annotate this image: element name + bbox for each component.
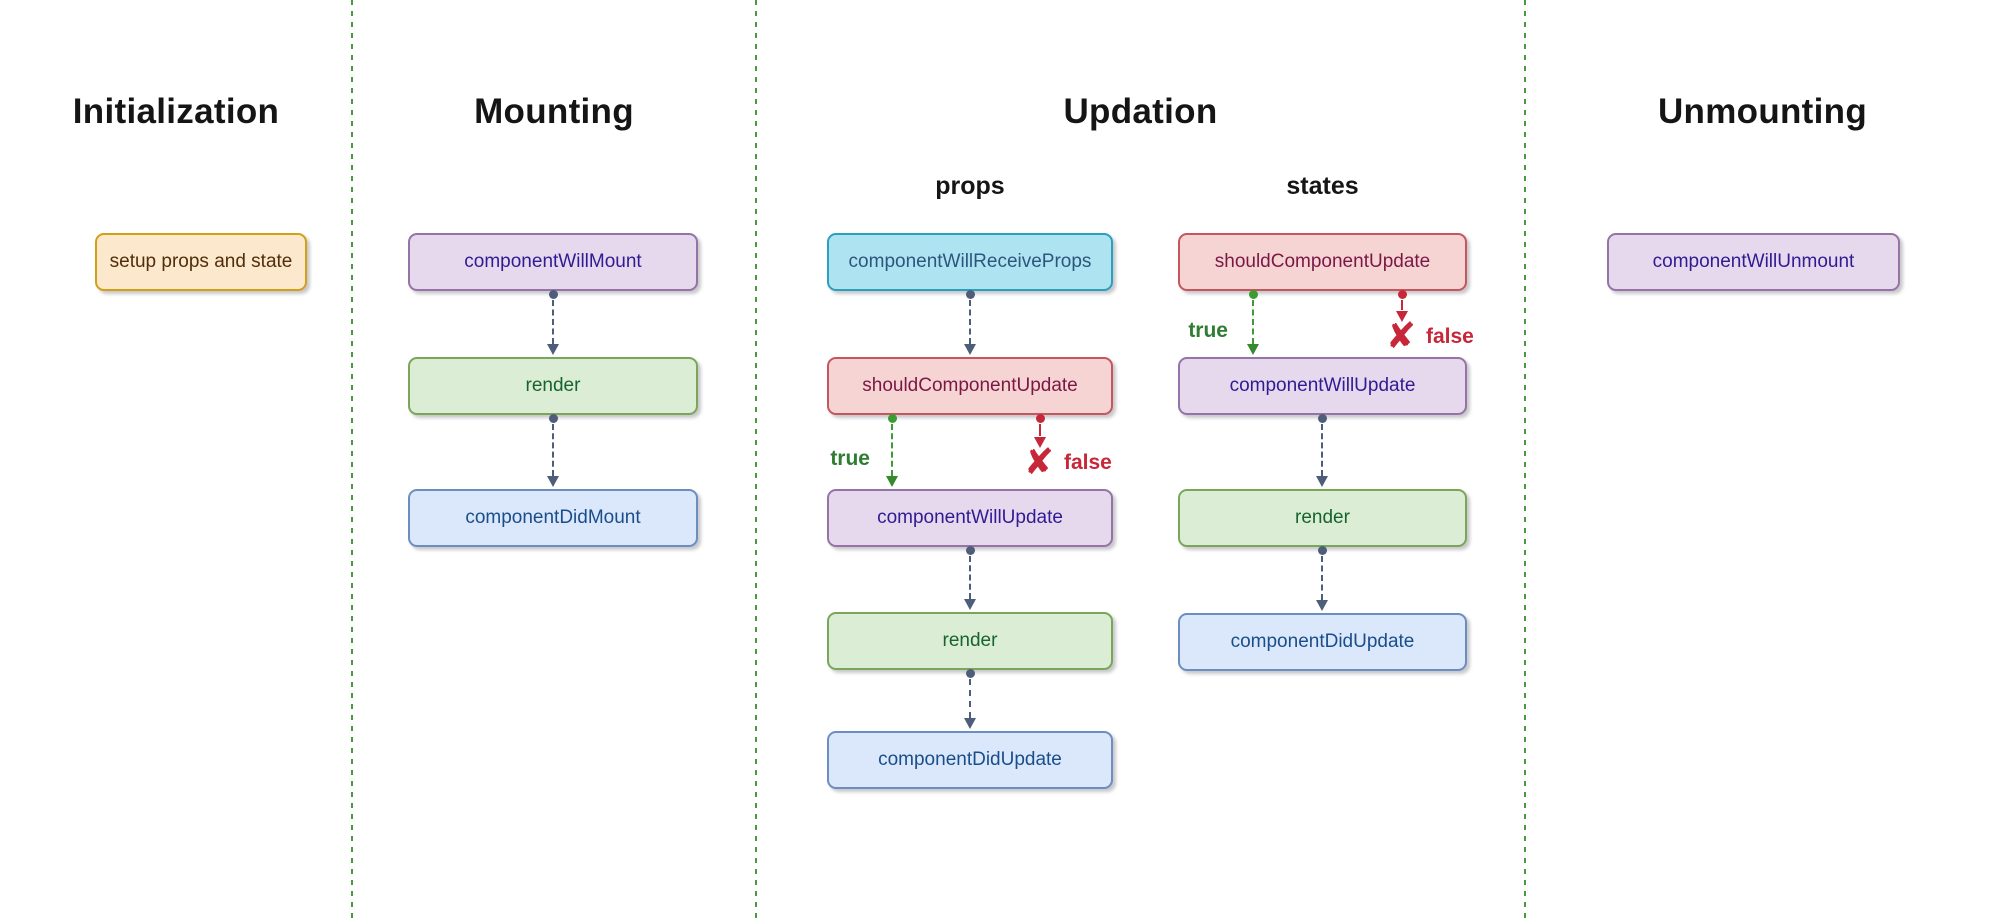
arrow-origin-dot	[966, 669, 975, 678]
node-props-render: render	[827, 612, 1113, 670]
arrow-line	[969, 556, 971, 599]
node-mounting-render: render	[408, 357, 698, 415]
node-props-should-component-update: shouldComponentUpdate	[827, 357, 1113, 415]
arrow-origin-dot	[888, 414, 897, 423]
section-divider	[351, 0, 353, 924]
arrow-head-icon	[1316, 600, 1328, 611]
branch-label-true: true	[1188, 319, 1228, 342]
section-title-initialization: Initialization	[72, 92, 280, 131]
node-setup-props-and-state: setup props and state	[95, 233, 307, 291]
arrow-line	[1321, 424, 1323, 476]
arrow-origin-dot	[1398, 290, 1407, 299]
branch-label-false: false	[1426, 325, 1474, 348]
arrow-head-icon	[964, 599, 976, 610]
arrow-line	[969, 679, 971, 718]
arrow-head-icon	[547, 344, 559, 355]
arrow-head-icon	[1034, 437, 1046, 448]
arrow-origin-dot	[549, 290, 558, 299]
arrow-line	[969, 300, 971, 344]
node-states-component-did-update: componentDidUpdate	[1178, 613, 1467, 671]
arrow-line	[552, 300, 554, 344]
node-component-will-receive-props: componentWillReceiveProps	[827, 233, 1113, 291]
arrow-head-icon	[964, 718, 976, 729]
node-props-component-will-update: componentWillUpdate	[827, 489, 1113, 547]
section-title-mounting: Mounting	[474, 92, 634, 131]
arrow-origin-dot	[1318, 414, 1327, 423]
branch-label-false: false	[1064, 451, 1112, 474]
arrow-origin-dot	[1036, 414, 1045, 423]
arrow-line	[1252, 300, 1254, 344]
section-title-unmounting: Unmounting	[1657, 92, 1868, 131]
node-component-will-mount: componentWillMount	[408, 233, 698, 291]
arrow-head-icon	[886, 476, 898, 487]
section-title-updation: Updation	[1063, 92, 1218, 131]
arrow-origin-dot	[966, 546, 975, 555]
arrow-head-icon	[1247, 344, 1259, 355]
arrow-origin-dot	[549, 414, 558, 423]
arrow-line	[1321, 556, 1323, 600]
arrow-head-icon	[1396, 311, 1408, 322]
node-component-did-mount: componentDidMount	[408, 489, 698, 547]
section-divider	[755, 0, 757, 924]
column-header-props: props	[935, 172, 1005, 200]
x-mark-icon: ✘	[1023, 442, 1055, 483]
branch-label-true: true	[830, 447, 870, 470]
arrow-head-icon	[964, 344, 976, 355]
arrow-origin-dot	[966, 290, 975, 299]
column-header-states: states	[1286, 172, 1359, 200]
arrow-origin-dot	[1318, 546, 1327, 555]
arrow-line	[552, 424, 554, 476]
arrow-origin-dot	[1249, 290, 1258, 299]
arrow-line	[1401, 300, 1403, 310]
arrow-head-icon	[547, 476, 559, 487]
x-mark-icon: ✘	[1385, 316, 1417, 357]
arrow-head-icon	[1316, 476, 1328, 487]
node-component-will-unmount: componentWillUnmount	[1607, 233, 1900, 291]
section-divider	[1524, 0, 1526, 924]
node-states-component-will-update: componentWillUpdate	[1178, 357, 1467, 415]
arrow-line	[891, 424, 893, 476]
node-states-should-component-update: shouldComponentUpdate	[1178, 233, 1467, 291]
node-states-render: render	[1178, 489, 1467, 547]
node-props-component-did-update: componentDidUpdate	[827, 731, 1113, 789]
arrow-line	[1039, 424, 1041, 436]
